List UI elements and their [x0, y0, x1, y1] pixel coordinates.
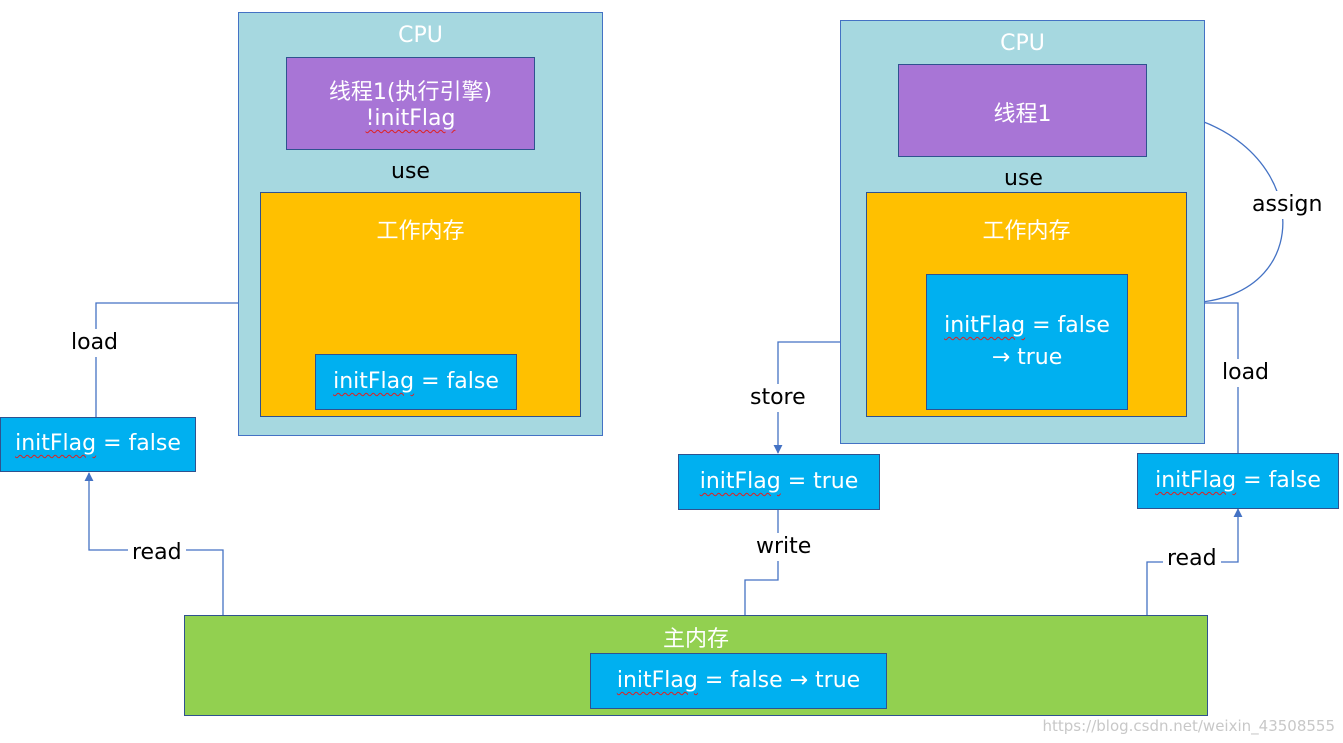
right-cpu-label: CPU — [1000, 31, 1045, 56]
right-store-label: store — [746, 384, 810, 412]
right-store-var-name: initFlag — [699, 469, 781, 494]
right-load-var-name: initFlag — [1155, 468, 1237, 493]
left-load-arrow — [95, 298, 260, 417]
left-thread-box: 线程1(执行引擎) !initFlag — [286, 57, 535, 150]
left-copy-var-name: initFlag — [15, 431, 97, 456]
right-work-memory-label: 工作内存 — [982, 219, 1071, 244]
main-memory-var: initFlag = false → true — [590, 653, 887, 709]
left-use-label: use — [387, 158, 434, 186]
left-read-label: read — [128, 539, 186, 567]
right-store-var: initFlag = true — [678, 454, 880, 510]
left-load-label: load — [67, 329, 123, 357]
right-write-label: write — [752, 533, 816, 561]
left-work-memory-label: 工作内存 — [376, 219, 465, 244]
right-load-var: initFlag = false — [1137, 453, 1339, 509]
right-thread-label: 线程1 — [993, 102, 1052, 127]
left-copy-var: initFlag = false — [0, 417, 196, 472]
right-read-label: read — [1163, 545, 1221, 573]
left-cpu-label: CPU — [398, 23, 443, 48]
right-assign-label: assign — [1248, 191, 1327, 219]
right-work-memory-var-line2: → true — [991, 345, 1063, 370]
left-work-memory-var: initFlag = false — [315, 354, 517, 410]
main-memory-var-name: initFlag — [616, 668, 698, 693]
right-use-label: use — [1000, 165, 1047, 193]
right-work-memory-var: initFlag = false → true — [926, 274, 1128, 410]
right-thread-box: 线程1 — [898, 64, 1147, 157]
left-work-memory-var-name: initFlag — [333, 369, 415, 394]
right-load-label: load — [1218, 359, 1274, 387]
main-memory-label: 主内存 — [662, 627, 729, 652]
watermark: https://blog.csdn.net/weixin_43508555 — [1042, 717, 1335, 735]
right-work-memory-var-name: initFlag — [944, 313, 1026, 338]
left-thread-line2: !initFlag — [365, 106, 456, 131]
left-thread-line1: 线程1(执行引擎) — [328, 80, 493, 105]
